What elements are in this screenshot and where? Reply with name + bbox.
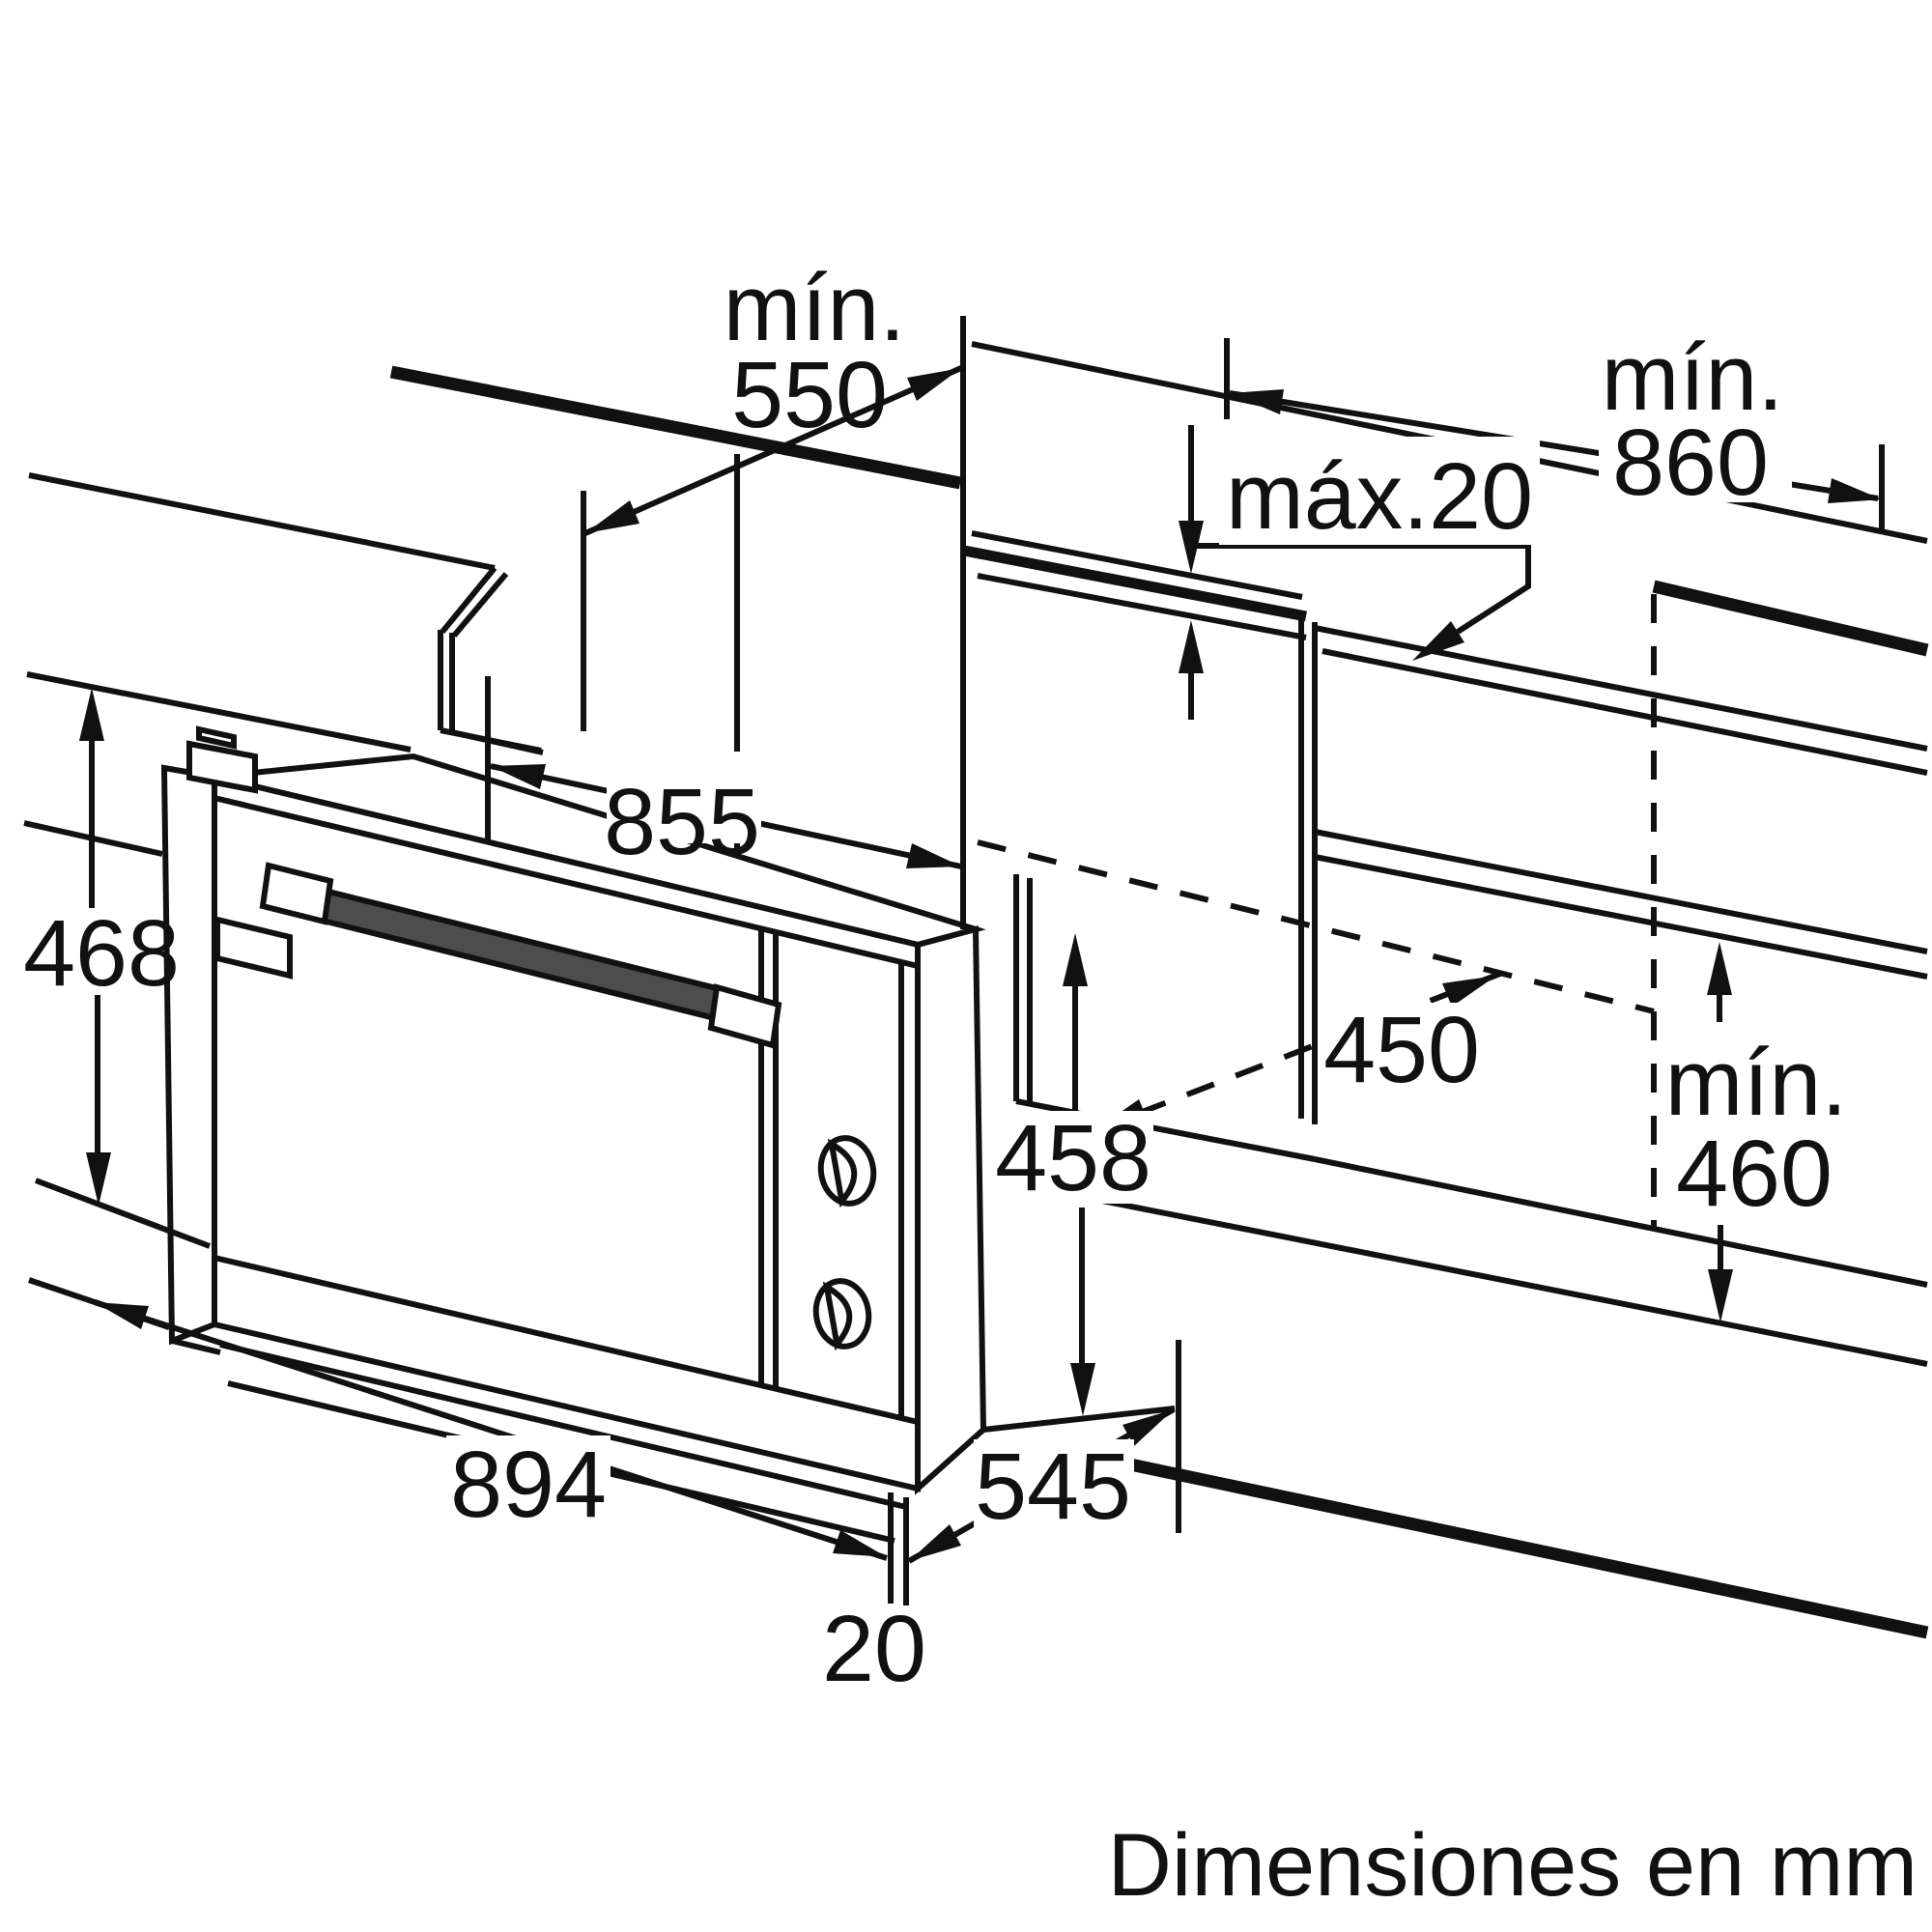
label-door-bottom-gap: 20	[822, 1596, 926, 1701]
label-oven-front-height: 468	[23, 900, 180, 1006]
oven-front-face	[212, 773, 921, 1492]
label-bg-458	[993, 1111, 1153, 1204]
label-counter-depth-prefix: mín.	[724, 255, 906, 360]
label-bg-545	[974, 1439, 1134, 1532]
oven-left-edge	[160, 764, 217, 1346]
label-niche-height-value: 460	[1676, 1121, 1833, 1226]
oven-side-face	[915, 925, 987, 1495]
handle-end-left	[259, 862, 334, 925]
oven	[160, 725, 1176, 1544]
label-counter-depth-value: 550	[731, 342, 888, 447]
label-niche-depth: 450	[1323, 997, 1480, 1102]
label-oven-top-width: 855	[604, 769, 760, 874]
dim-counter-depth	[581, 316, 966, 929]
wall-and-counter-lines	[23, 341, 1929, 1639]
oven-knob-upper	[817, 1135, 877, 1208]
dim-oven-total-width	[28, 1277, 888, 1561]
footer-units-note: Dimensiones en mm	[1107, 1816, 1918, 1915]
dim-door-bottom-gap	[888, 1492, 909, 1605]
label-niche-height-prefix: mín.	[1665, 1030, 1848, 1135]
handle-end-right	[707, 983, 782, 1049]
label-bg-min860	[1599, 319, 1792, 502]
dim-oven-front-height	[34, 688, 212, 1249]
label-bg-min460	[1671, 1022, 1845, 1221]
oven-top-cap	[186, 740, 258, 794]
dim-oven-body-height	[1063, 933, 1095, 1416]
oven-display	[214, 916, 293, 980]
label-bg-max20	[1219, 437, 1540, 545]
label-bg-855	[607, 752, 761, 843]
label-oven-body-depth: 545	[975, 1434, 1131, 1539]
dimension-labels: mín. 550 máx.20 mín. 860 855 468 458 450…	[23, 255, 1847, 1701]
label-niche-width-prefix: mín.	[1602, 325, 1784, 430]
label-bg-894	[446, 1435, 611, 1530]
niche-hidden-edges	[977, 594, 1657, 1229]
label-bg-450	[1321, 1003, 1482, 1095]
dim-counter-overhang	[1179, 425, 1531, 720]
dim-niche-height	[1707, 942, 1733, 1322]
label-oven-body-height: 458	[995, 1105, 1151, 1210]
label-oven-total-width: 894	[450, 1432, 607, 1537]
oven-top-cap-step	[196, 725, 237, 750]
oven-door-handle	[259, 862, 782, 1049]
oven-knob-lower	[812, 1278, 872, 1351]
label-counter-overhang: máx.20	[1226, 443, 1533, 549]
label-niche-width-value: 860	[1612, 410, 1769, 515]
